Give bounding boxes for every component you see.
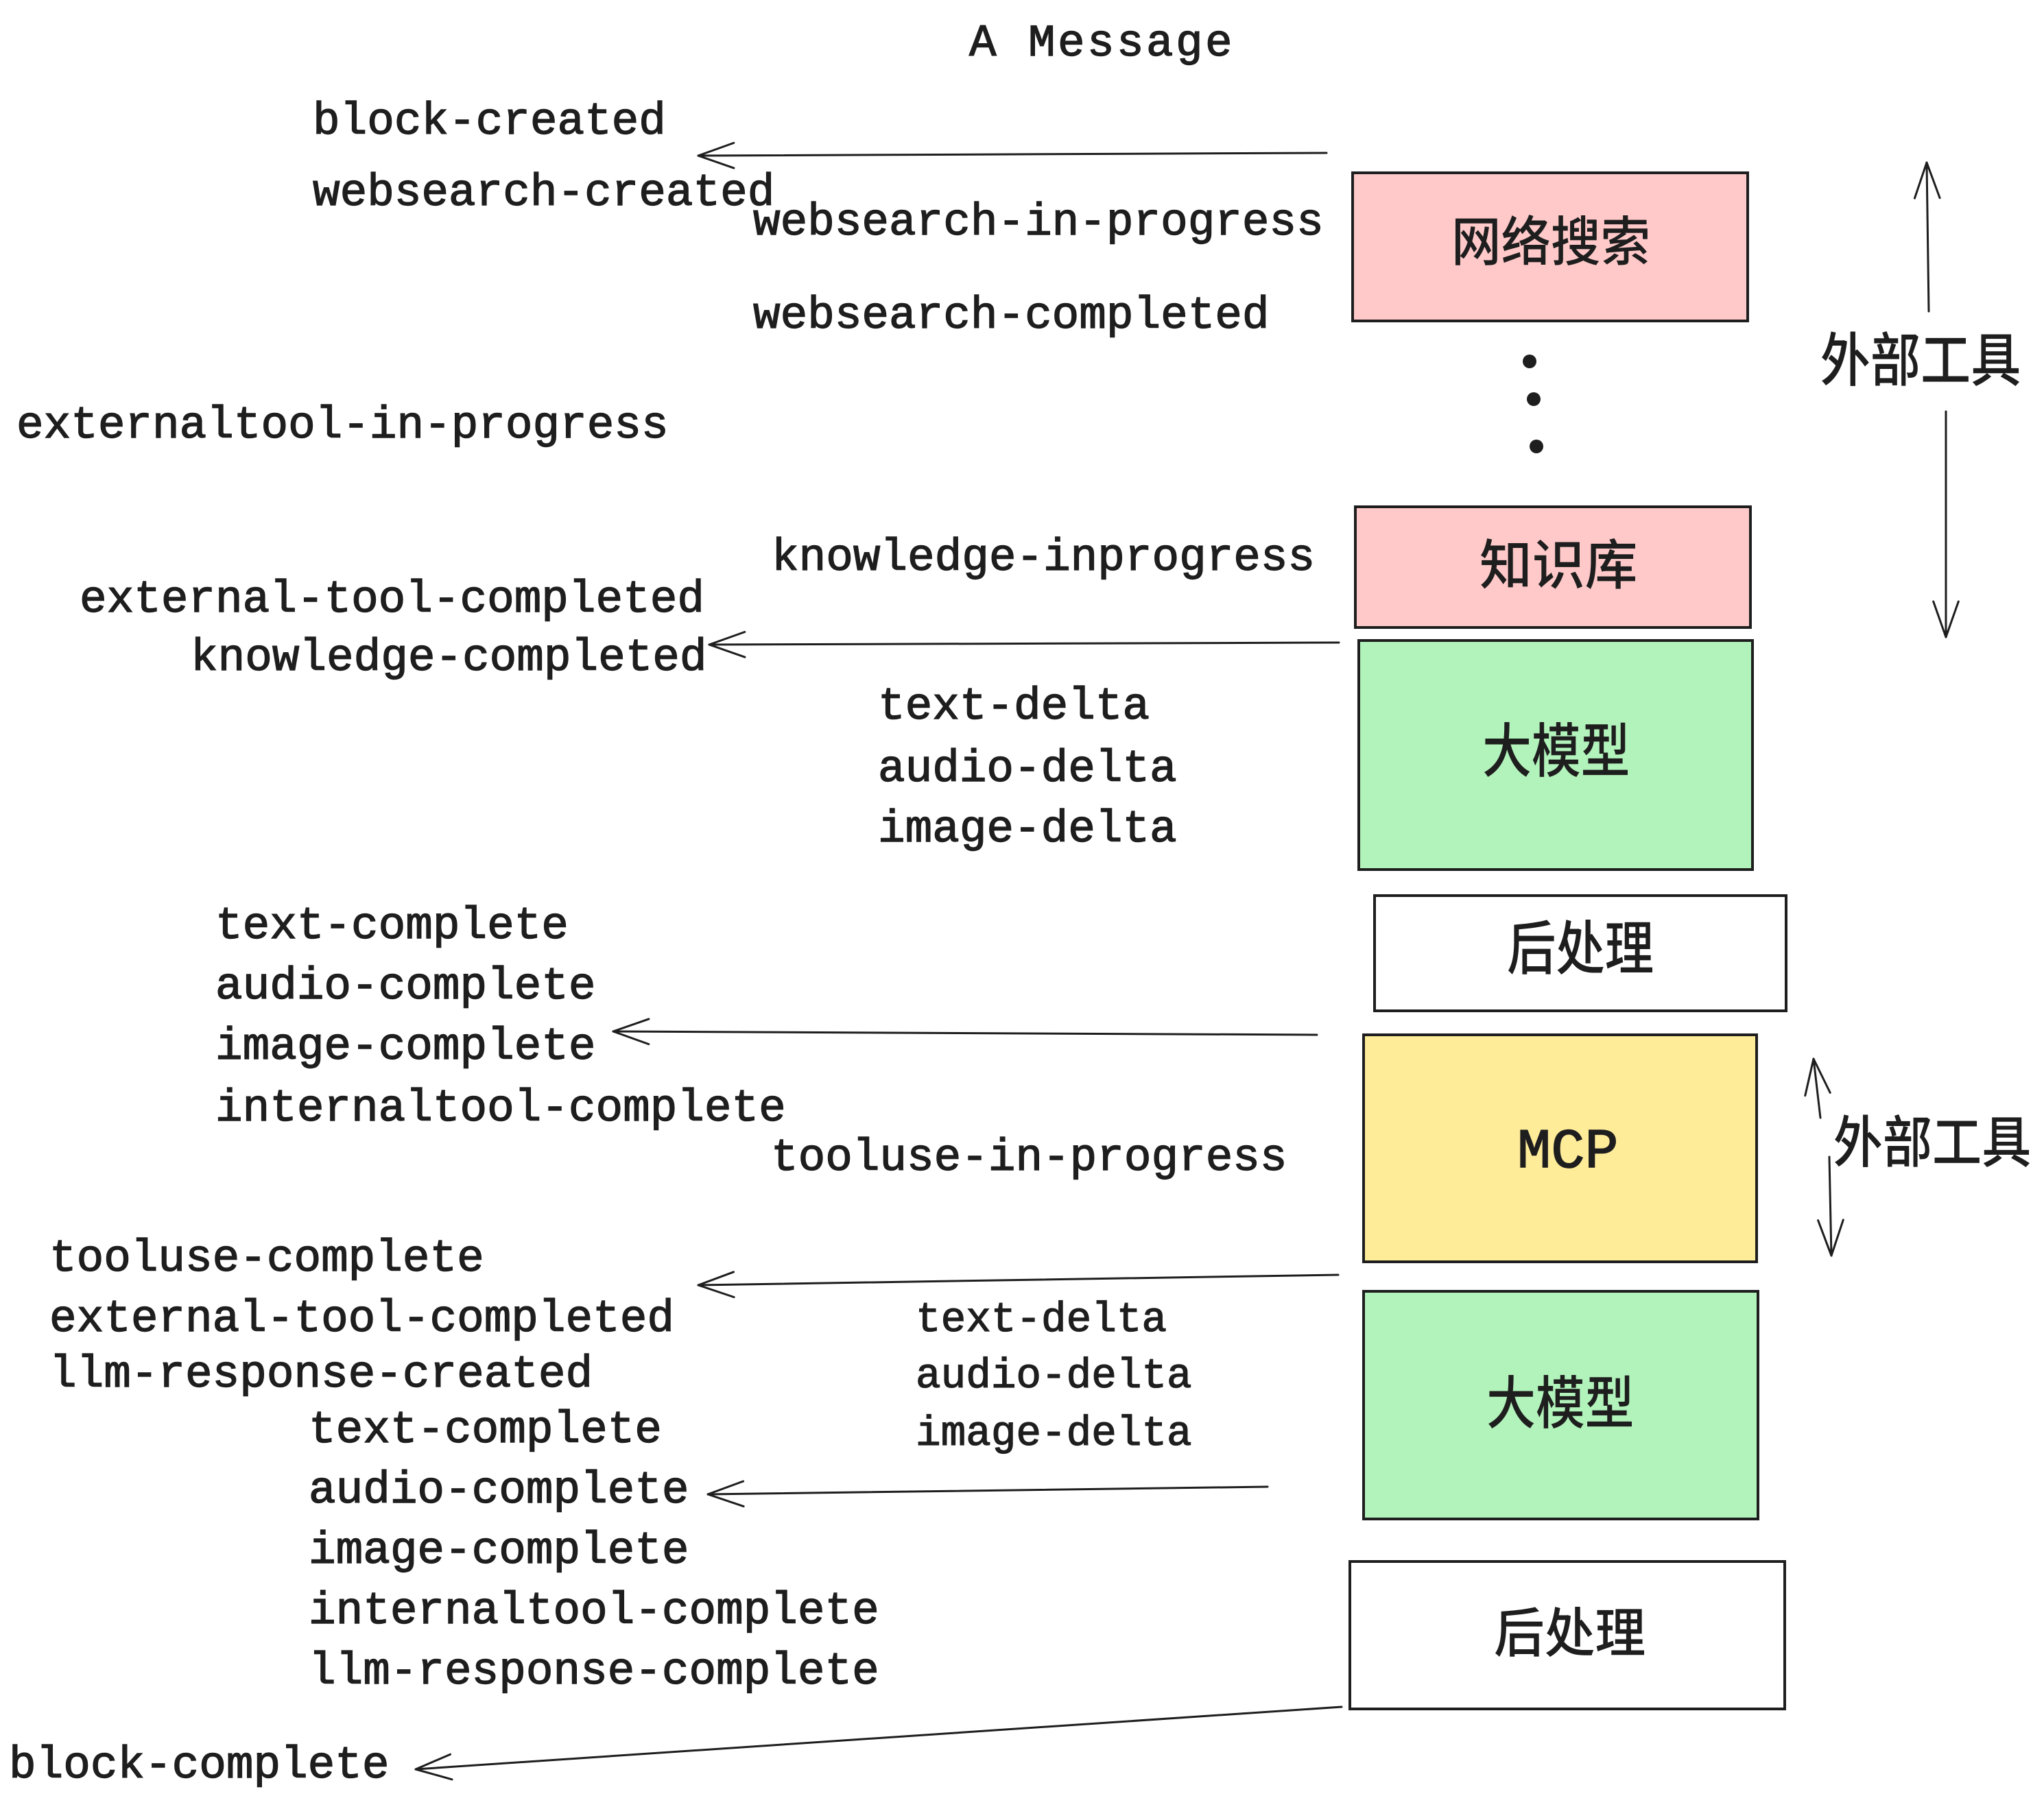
svg-text:externaltool-in-progress: externaltool-in-progress [16, 400, 669, 451]
svg-text:image-delta: image-delta [916, 1411, 1192, 1458]
svg-text:websearch-completed: websearch-completed [753, 290, 1270, 342]
svg-text:image-complete: image-complete [215, 1021, 596, 1073]
svg-text:audio-complete: audio-complete [309, 1465, 689, 1516]
svg-text:websearch-in-progress: websearch-in-progress [753, 197, 1324, 248]
svg-text:text-complete: text-complete [309, 1404, 662, 1456]
svg-text:image-complete: image-complete [309, 1525, 689, 1577]
svg-text:knowledge-inprogress: knowledge-inprogress [772, 532, 1315, 584]
svg-text:tooluse-in-progress: tooluse-in-progress [771, 1132, 1287, 1184]
svg-text:external-tool-completed: external-tool-completed [80, 574, 704, 625]
svg-text:audio-complete: audio-complete [215, 961, 596, 1012]
svg-text:audio-delta: audio-delta [878, 743, 1177, 795]
svg-text:internaltool-complete: internaltool-complete [309, 1585, 879, 1637]
svg-text:knowledge-completed: knowledge-completed [191, 632, 707, 684]
svg-text:text-complete: text-complete [215, 900, 569, 952]
svg-text:MCP: MCP [1517, 1121, 1619, 1184]
svg-text:A Message: A Message [969, 18, 1235, 69]
svg-text:tooluse-complete: tooluse-complete [49, 1233, 484, 1284]
svg-text:block-created: block-created [313, 96, 666, 147]
svg-text:text-delta: text-delta [916, 1297, 1167, 1344]
svg-text:block-complete: block-complete [9, 1740, 390, 1791]
svg-text:audio-delta: audio-delta [916, 1353, 1192, 1400]
svg-text:internaltool-complete: internaltool-complete [215, 1083, 786, 1134]
svg-text:websearch-created: websearch-created [313, 167, 774, 219]
svg-text:external-tool-completed: external-tool-completed [49, 1293, 674, 1345]
svg-text:text-delta: text-delta [878, 681, 1150, 732]
svg-text:image-delta: image-delta [878, 804, 1177, 855]
svg-text:llm-response-complete: llm-response-complete [309, 1646, 879, 1697]
svg-text:llm-response-created: llm-response-created [49, 1349, 593, 1400]
